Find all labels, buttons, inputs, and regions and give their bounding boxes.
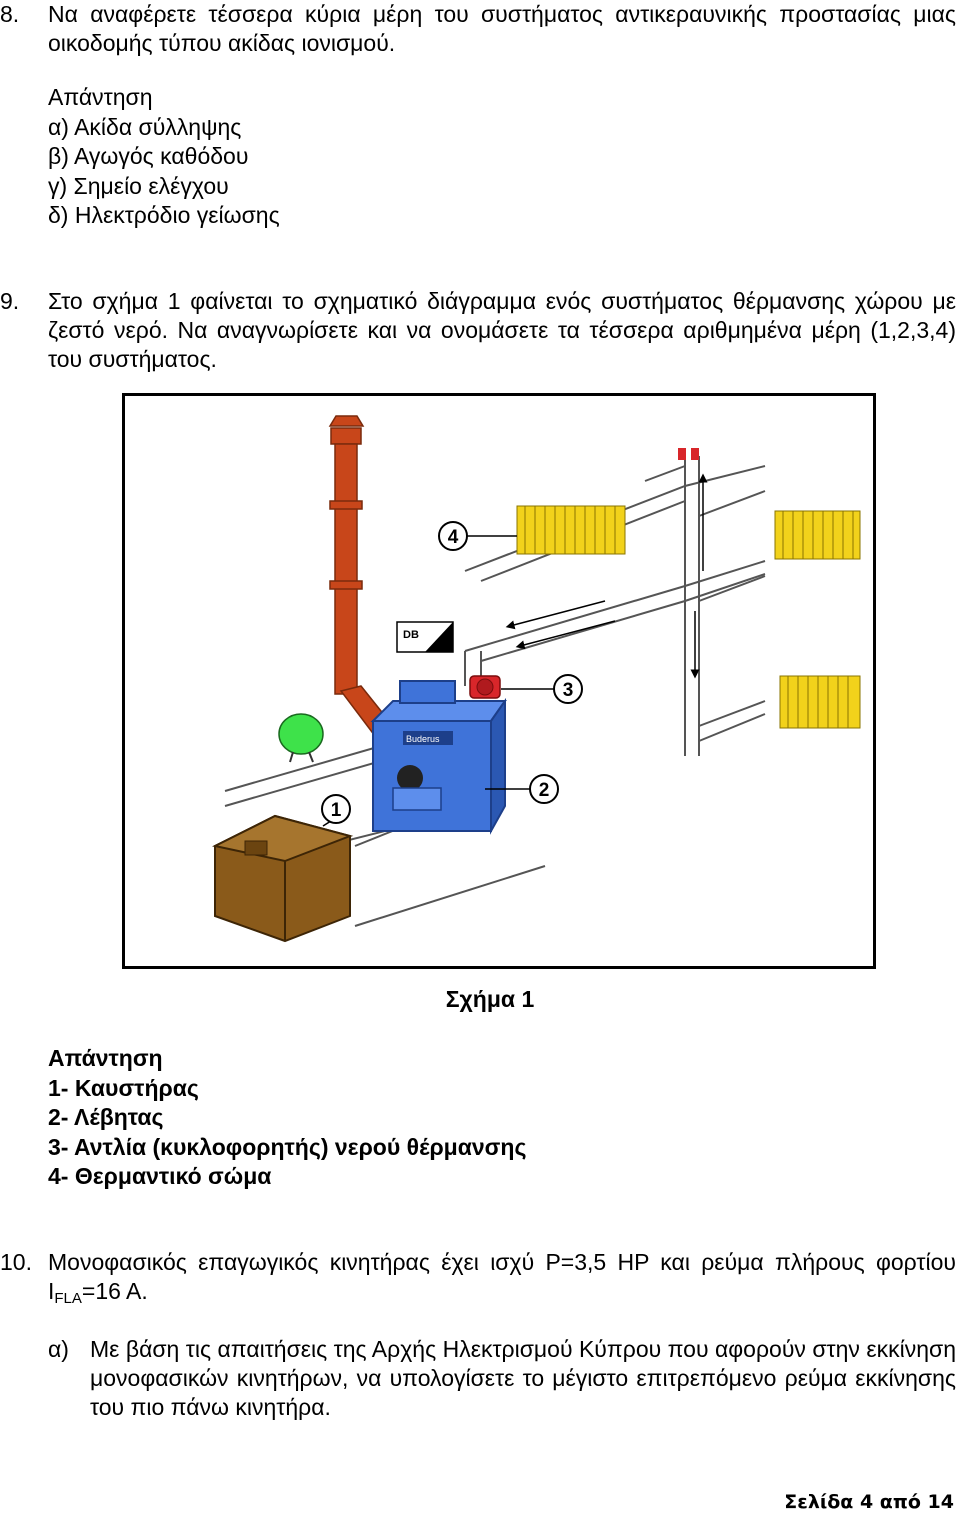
callout-label: 2 [539,780,550,801]
answer-item: γ) Σημείο ελέγχου [48,172,229,199]
answer-item: δ) Ηλεκτρόδιο γείωσης [48,202,280,228]
question-text: Μονοφασικός επαγωγικός κινητήρας έχει ισ… [48,1248,956,1313]
boiler-brand: Buderus [406,734,440,744]
question-text-main: Μονοφασικός επαγωγικός κινητήρας έχει ισ… [48,1249,956,1304]
radiator [779,675,861,729]
db-tank: DB [396,621,454,653]
oil-tank [212,814,354,943]
question-number: 8. [0,1,20,27]
pipes [224,456,766,927]
expansion-tank [278,713,324,763]
radiator [516,505,626,555]
answer-item: 4- Θερμαντικό σώμα [48,1163,272,1189]
air-vent-icon [691,448,699,460]
answer-title: Απάντηση [48,1045,163,1071]
answer-8: Απάντηση α) Ακίδα σύλληψης β) Αγωγός καθ… [48,83,280,231]
answer-item: 3- Αντλία (κυκλοφορητής) νερού θέρμανσης [48,1133,527,1160]
answer-item: α) Ακίδα σύλληψης [48,113,242,140]
callout-1: 1 [321,794,351,827]
callout-label: 4 [448,527,459,548]
question-8: 8. Να αναφέρετε τέσσερα κύρια μέρη του σ… [0,0,956,58]
question-number: 10. [0,1249,32,1275]
sub-question-label: α) [48,1336,69,1362]
question-text-end: =16 A. [81,1278,148,1304]
callout-label: 3 [563,680,574,701]
answer-item: β) Αγωγός καθόδου [48,143,249,169]
question-text: Να αναφέρετε τέσσερα κύρια μέρη του συστ… [48,1,956,56]
answer-title: Απάντηση [48,84,153,110]
question-9: 9. Στο σχήμα 1 φαίνεται το σχηματικό διά… [0,287,956,374]
radiator [774,510,861,560]
page-number: Σελίδα 4 από 14 [784,1491,954,1513]
callout-2: 2 [485,774,559,804]
sub-question-text: Με βάση τις απαιτήσεις της Αρχής Ηλεκτρι… [90,1336,956,1420]
pump [469,675,501,699]
chimney [328,415,395,737]
callout-3: 3 [501,674,583,704]
heating-system-figure: DB Buderus [122,393,876,969]
boiler: Buderus [370,680,507,835]
callout-label: 1 [331,800,342,821]
flow-arrows [505,473,708,679]
current-subscript: FLA [54,1290,82,1307]
question-10a: α) Με βάση τις απαιτήσεις της Αρχής Ηλεκ… [48,1335,956,1422]
question-text: Στο σχήμα 1 φαίνεται το σχηματικό διάγρα… [48,288,956,372]
callout-4: 4 [438,521,517,551]
answer-item: 2- Λέβητας [48,1104,164,1130]
air-vent-icon [678,448,686,460]
answer-9: Απάντηση 1- Καυστήρας 2- Λέβητας 3- Αντλ… [48,1044,526,1192]
question-10: 10. Μονοφασικός επαγωγικός κινητήρας έχε… [0,1248,956,1313]
db-label: DB [403,629,419,641]
answer-item: 1- Καυστήρας [48,1074,199,1101]
figure-caption: Σχήμα 1 [445,986,535,1012]
question-number: 9. [0,288,20,314]
